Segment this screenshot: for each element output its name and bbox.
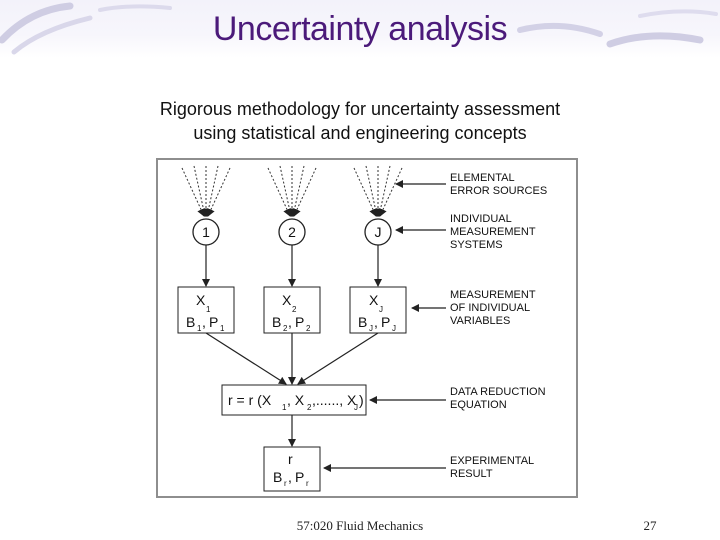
varj-p-sub: J	[392, 324, 396, 333]
var2-comma: ,	[288, 314, 292, 330]
variable-boxes: X 1 B 1 , P 1 X 2 B 2 , P 2 X J B J , P …	[177, 286, 407, 334]
varj-p: P	[381, 314, 390, 330]
equation-dots: ,......, X	[312, 392, 357, 408]
equation-close: )	[359, 392, 364, 408]
node-1-label: 1	[202, 224, 210, 240]
var1-p: P	[209, 314, 218, 330]
slide-subtitle: Rigorous methodology for uncertainty ass…	[80, 97, 640, 145]
node-2-label: 2	[288, 224, 296, 240]
experimental-result-box: r B r , P r	[263, 446, 321, 492]
subtitle-line-1: Rigorous methodology for uncertainty ass…	[159, 99, 561, 119]
var2-x: X	[282, 292, 292, 308]
label-elemental-1: ELEMENTAL	[450, 172, 515, 184]
variable-box-2	[263, 286, 321, 334]
label-individual-1: INDIVIDUAL	[450, 213, 512, 225]
slide-title: Uncertainty analysis	[212, 10, 508, 48]
elemental-error-arrows	[181, 165, 403, 217]
label-result-2: RESULT	[450, 468, 493, 480]
measurement-system-nodes: 1 2 J	[192, 218, 392, 246]
stage-labels: ELEMENTAL ERROR SOURCES INDIVIDUAL MEASU…	[450, 172, 547, 480]
equation-sub-1: 1	[282, 403, 287, 412]
varj-b-sub: J	[369, 324, 373, 333]
var1-p-sub: 1	[220, 324, 225, 333]
varj-comma: ,	[374, 314, 378, 330]
uncertainty-flow-diagram: 1 2 J X 1 B 1 , P 1 X 2 B 2 ,	[156, 158, 578, 498]
label-measurement-3: VARIABLES	[450, 315, 510, 327]
variable-to-equation-arrows	[205, 332, 379, 385]
system-to-variable-arrows	[202, 245, 382, 287]
data-reduction-equation-box: r = r (X 1 , X 2 ,......, X J )	[221, 384, 367, 416]
equation-sub-2: 2	[307, 403, 312, 412]
slide-footer: 57:020 Fluid Mechanics	[296, 518, 424, 533]
result-b: B	[273, 469, 282, 485]
varj-x: X	[369, 292, 379, 308]
equation-lhs: r = r (X	[228, 392, 272, 408]
varj-b: B	[358, 314, 367, 330]
equation-sub-j: J	[354, 403, 358, 412]
node-j-label: J	[375, 224, 382, 240]
label-individual-3: SYSTEMS	[450, 239, 503, 251]
label-elemental-2: ERROR SOURCES	[450, 185, 547, 197]
var2-p-sub: 2	[306, 324, 311, 333]
var1-comma: ,	[202, 314, 206, 330]
label-result-1: EXPERIMENTAL	[450, 455, 534, 467]
var2-p: P	[295, 314, 304, 330]
result-b-sub: r	[284, 479, 287, 488]
brush-stroke-decoration	[0, 2, 718, 55]
var1-x: X	[196, 292, 206, 308]
subtitle-line-2: using statistical and engineering concep…	[193, 123, 527, 143]
label-reduction-2: EQUATION	[450, 399, 507, 411]
page-number: 27	[643, 518, 657, 533]
var1-b-sub: 1	[197, 324, 202, 333]
var2-x-sub: 2	[292, 305, 297, 314]
label-individual-2: MEASUREMENT	[450, 226, 536, 238]
label-pointer-arrows	[323, 180, 446, 472]
variable-box-1	[177, 286, 235, 334]
header-band	[0, 0, 720, 58]
result-r: r	[288, 451, 293, 467]
label-measurement-2: OF INDIVIDUAL	[450, 302, 530, 314]
result-p-sub: r	[306, 479, 309, 488]
label-reduction-1: DATA REDUCTION	[450, 386, 546, 398]
var2-b-sub: 2	[283, 324, 288, 333]
var1-b: B	[186, 314, 195, 330]
result-p: P	[295, 469, 304, 485]
variable-box-j	[349, 286, 407, 334]
varj-x-sub: J	[379, 305, 383, 314]
var2-b: B	[272, 314, 281, 330]
var1-x-sub: 1	[206, 305, 211, 314]
label-measurement-1: MEASUREMENT	[450, 289, 536, 301]
equation-sep: , X	[287, 392, 305, 408]
result-comma: ,	[288, 469, 292, 485]
